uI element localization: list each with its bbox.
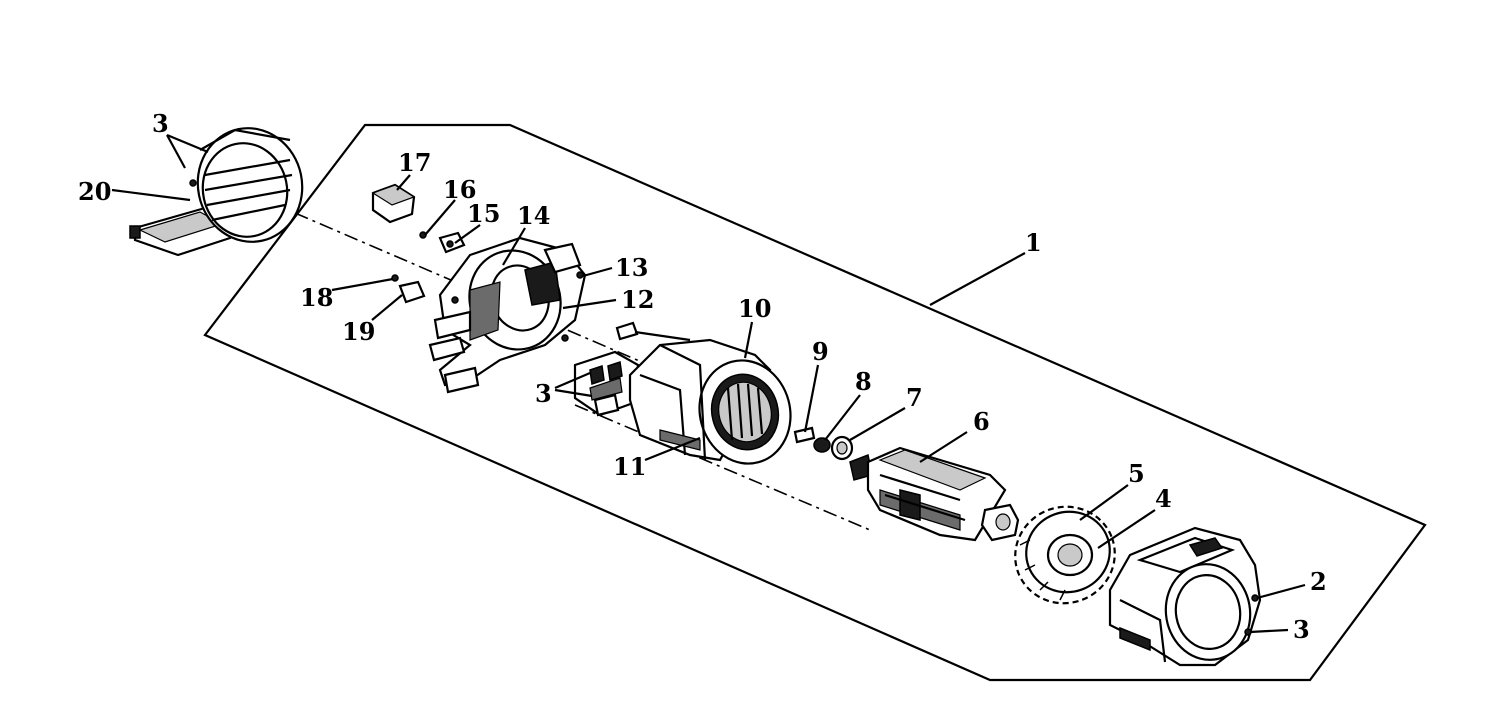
callout-17: 17 [398, 148, 431, 177]
callout-7: 7 [906, 383, 923, 412]
callout-15: 15 [467, 199, 500, 228]
leader-lines [111, 133, 1306, 634]
callout-labels: 1 2 3 4 5 6 7 8 9 10 11 12 13 14 15 16 1… [78, 109, 1327, 644]
callout-5: 5 [1128, 459, 1145, 488]
callout-3-end-bell: 3 [1293, 615, 1310, 644]
callout-18: 18 [300, 283, 333, 312]
callout-3-fan-cover: 3 [152, 109, 169, 138]
capacitor-part [391, 274, 426, 304]
shaft-hardware-part [793, 426, 854, 461]
callout-9: 9 [812, 337, 829, 366]
stator-part [628, 338, 792, 465]
callout-1: 1 [1025, 228, 1042, 257]
callout-8: 8 [855, 367, 872, 396]
callout-12: 12 [621, 285, 654, 314]
callout-4: 4 [1155, 484, 1172, 513]
callout-2: 2 [1310, 567, 1327, 596]
callout-13: 13 [615, 253, 648, 282]
fan-cover-part [129, 127, 304, 257]
callout-19: 19 [342, 317, 375, 346]
front-housing-part [1108, 526, 1262, 667]
callout-10: 10 [738, 294, 771, 323]
rotor-part [849, 446, 1020, 542]
small-bracket-part [419, 231, 466, 254]
callout-16: 16 [443, 175, 476, 204]
cooling-fan-part [1014, 505, 1116, 605]
callout-3-regulator: 3 [535, 379, 552, 408]
callout-6: 6 [973, 407, 990, 436]
callout-14: 14 [517, 201, 550, 230]
terminal-box-part [371, 183, 416, 224]
end-bracket-part [428, 236, 587, 394]
callout-11: 11 [613, 452, 646, 481]
callout-20: 20 [78, 177, 111, 206]
assembly-boundary [203, 123, 1427, 682]
